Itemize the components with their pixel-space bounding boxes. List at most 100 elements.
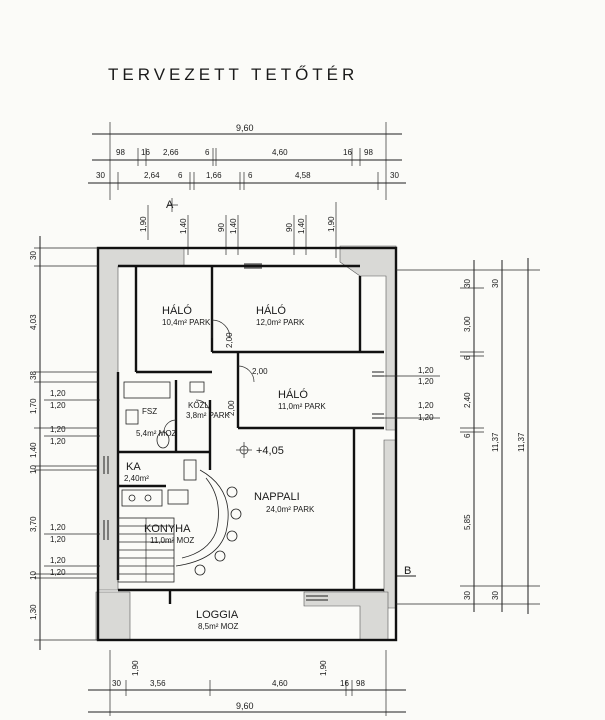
room-8-name: KONYHA [144, 523, 191, 535]
right-dim-b4: 30 [491, 591, 500, 600]
door-mark-1: 2,00 [225, 332, 234, 348]
right-dim-a7: 30 [463, 591, 472, 600]
window-mark-11: 1,20 [50, 556, 66, 565]
dim-top-r1-a: 98 [116, 148, 125, 157]
room-5-name: KÖZL [188, 401, 209, 410]
height-mark-6: 1,40 [297, 218, 306, 234]
right-dim-a4: 2,40 [463, 392, 472, 408]
right-dim-a3: 6 [463, 355, 472, 360]
room-2-name: HÁLÓ [256, 304, 286, 317]
room-7-name: NAPPALI [254, 491, 300, 503]
dim-top-r2-d: 1,66 [206, 171, 222, 180]
level-marker: +4,05 [236, 442, 284, 458]
left-dim-5: 1,40 [29, 442, 38, 458]
section-mark-b: B [404, 565, 411, 577]
dim-bottom-r1-b: 3,56 [150, 679, 166, 688]
room-1-name: HÁLÓ [162, 304, 192, 317]
room-9-area: 8,5m² MOZ [198, 622, 239, 631]
height-mark-2: 1,40 [179, 218, 188, 234]
room-3-area: 11,0m² PARK [278, 402, 326, 411]
dim-top-r2-a: 30 [96, 171, 105, 180]
window-mark-5: 1,20 [50, 389, 66, 398]
right-dim-b3: 11,37 [517, 432, 526, 452]
window-mark-4: 1,20 [418, 413, 434, 422]
left-dim-4: 1,70 [29, 398, 38, 414]
window-mark-7: 1,20 [50, 425, 66, 434]
left-dim-8: 10 [29, 571, 38, 580]
drawing-title: TERVEZETT TETŐTÉR [108, 65, 358, 84]
right-dim-a5: 6 [463, 433, 472, 438]
door-swings [163, 319, 255, 433]
left-dim-3: 38 [29, 371, 38, 380]
room-9-name: LOGGIA [196, 609, 239, 621]
height-mark-1: 1,90 [139, 216, 148, 232]
room-4-area: 5,4m² MOZ [136, 429, 177, 438]
right-dim-b1: 30 [491, 279, 500, 288]
right-dimension-chains: 30 3,00 6 2,40 6 5,85 30 30 11,37 11,37 … [396, 258, 540, 614]
right-dim-a2: 3,00 [463, 316, 472, 332]
dim-bottom-overall: 9,60 [236, 701, 254, 711]
top-dimension-chain: 9,60 98 16 2,66 6 4,60 16 98 30 2,64 6 1… [88, 122, 406, 200]
dim-bottom-r1-d: 16 [340, 679, 349, 688]
room-7-area: 24,0m² PARK [266, 505, 315, 514]
height-mark-7: 1,90 [327, 216, 336, 232]
left-dim-1: 30 [29, 251, 38, 260]
building-walls [96, 246, 398, 642]
dim-top-r1-g: 98 [364, 148, 373, 157]
dim-top-r2-f: 4,58 [295, 171, 311, 180]
dim-top-r1-b: 16 [141, 148, 150, 157]
room-1-area: 10,4m² PARK [162, 318, 211, 327]
bottom-dimension-chain: 30 3,56 4,60 16 98 9,60 [88, 650, 406, 716]
section-mark-a: A [166, 199, 174, 211]
window-marks-left: 1,20 1,20 1,20 1,20 1,20 1,20 1,20 1,20 [44, 389, 100, 577]
door-mark-2: 2,00 [252, 367, 268, 376]
curved-counter [175, 469, 242, 576]
dim-top-r2-b: 2,64 [144, 171, 160, 180]
window-mark-3: 1,20 [418, 401, 434, 410]
dim-top-r2-e: 6 [248, 171, 253, 180]
dim-bottom-r1-e: 98 [356, 679, 365, 688]
dim-bottom-r1-a: 30 [112, 679, 121, 688]
roof-eaves-hatching [95, 245, 397, 641]
bathroom-fixtures [121, 381, 205, 507]
room-3-name: HÁLÓ [278, 388, 308, 401]
dim-top-r1-e: 4,60 [272, 148, 288, 157]
left-dim-2: 4,03 [29, 314, 38, 330]
window-marks-right: 1,20 1,20 1,20 1,20 [384, 366, 440, 422]
height-mark-8: 1,90 [131, 660, 140, 676]
room-2-area: 12,0m² PARK [256, 318, 305, 327]
room-6-area: 2,40m² [124, 474, 149, 483]
dim-top-r1-f: 16 [343, 148, 352, 157]
left-dimension-chain: 30 4,03 38 1,70 1,40 10 3,70 10 1,30 [29, 236, 98, 650]
door-mark-3: 2,00 [227, 400, 236, 416]
room-4-name: FSZ [142, 407, 157, 416]
right-dim-b2: 11,37 [491, 432, 500, 452]
room-8-area: 11,0m² MOZ [150, 536, 194, 545]
dim-top-r1-c: 2,66 [163, 148, 179, 157]
room-6-name: KA [126, 461, 141, 473]
dim-top-r1-d: 6 [205, 148, 210, 157]
window-mark-6: 1,20 [50, 401, 66, 410]
height-mark-4: 1,40 [229, 218, 238, 234]
window-mark-10: 1,20 [50, 535, 66, 544]
level-mark-label: +4,05 [256, 445, 284, 457]
height-mark-9: 1,90 [319, 660, 328, 676]
dim-top-r2-g: 30 [390, 171, 399, 180]
left-dim-9: 1,30 [29, 604, 38, 620]
right-dim-a6: 5,85 [463, 514, 472, 530]
staircase [117, 517, 175, 583]
height-mark-5: 90 [285, 223, 294, 232]
dim-bottom-r1-c: 4,60 [272, 679, 288, 688]
right-dim-a1: 30 [463, 279, 472, 288]
window-mark-1: 1,20 [418, 366, 434, 375]
dim-top-r2-c: 6 [178, 171, 183, 180]
windows [103, 263, 384, 601]
height-mark-3: 90 [217, 223, 226, 232]
window-mark-8: 1,20 [50, 437, 66, 446]
dim-top-overall: 9,60 [236, 123, 254, 133]
left-dim-6: 10 [29, 465, 38, 474]
left-dim-7: 3,70 [29, 516, 38, 532]
window-mark-9: 1,20 [50, 523, 66, 532]
window-mark-12: 1,20 [50, 568, 66, 577]
